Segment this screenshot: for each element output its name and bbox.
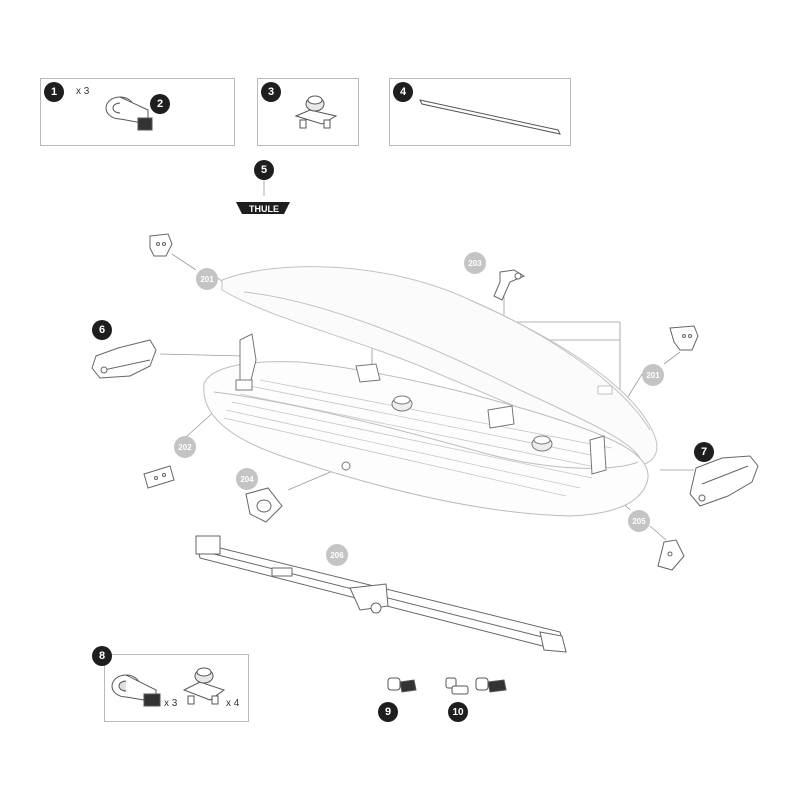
quantity-item-8-mount: x 4 xyxy=(226,698,240,709)
callout-3: 3 xyxy=(261,82,281,102)
bracket-202 xyxy=(143,465,175,489)
callout-4: 4 xyxy=(393,82,413,102)
callout-10: 10 xyxy=(448,702,468,722)
callout-205: 205 xyxy=(628,510,650,532)
bracket-201-left xyxy=(149,233,173,257)
quantity-item-1: x 3 xyxy=(76,86,90,97)
callout-201-left: 201 xyxy=(196,268,218,290)
clamp-part-6 xyxy=(91,339,157,379)
clamp-part-7 xyxy=(689,455,759,507)
strap-part xyxy=(105,96,153,131)
logo-text: THULE xyxy=(249,204,279,214)
kit-box-4 xyxy=(389,78,571,146)
callout-7: 7 xyxy=(694,442,714,462)
callout-204: 204 xyxy=(236,468,258,490)
callout-1: 1 xyxy=(44,82,64,102)
kit-8-contents xyxy=(111,667,226,707)
hinge-203 xyxy=(493,269,526,301)
bracket-205 xyxy=(657,539,685,571)
bracket-201-right xyxy=(669,325,699,351)
kit-box-3 xyxy=(257,78,359,146)
kit-box-8 xyxy=(104,654,249,722)
callout-203: 203 xyxy=(464,252,486,274)
knob-mount-part xyxy=(294,95,338,129)
kit-box-1-2 xyxy=(40,78,235,146)
quantity-item-8-strap: x 3 xyxy=(164,698,178,709)
callout-2: 2 xyxy=(150,94,170,114)
lock-key-part-10 xyxy=(445,677,507,695)
callout-8: 8 xyxy=(92,646,112,666)
callout-201-right: 201 xyxy=(642,364,664,386)
internal-mounts xyxy=(235,333,607,475)
key-part-9 xyxy=(387,677,417,693)
callout-206: 206 xyxy=(326,544,348,566)
rail-strip-part xyxy=(419,99,561,135)
callout-9: 9 xyxy=(378,702,398,722)
callout-6: 6 xyxy=(92,320,112,340)
rail-206 xyxy=(195,535,567,653)
callout-5: 5 xyxy=(254,160,274,180)
plate-204 xyxy=(245,487,283,523)
thule-logo-plate: THULE xyxy=(236,202,290,214)
callout-202: 202 xyxy=(174,436,196,458)
